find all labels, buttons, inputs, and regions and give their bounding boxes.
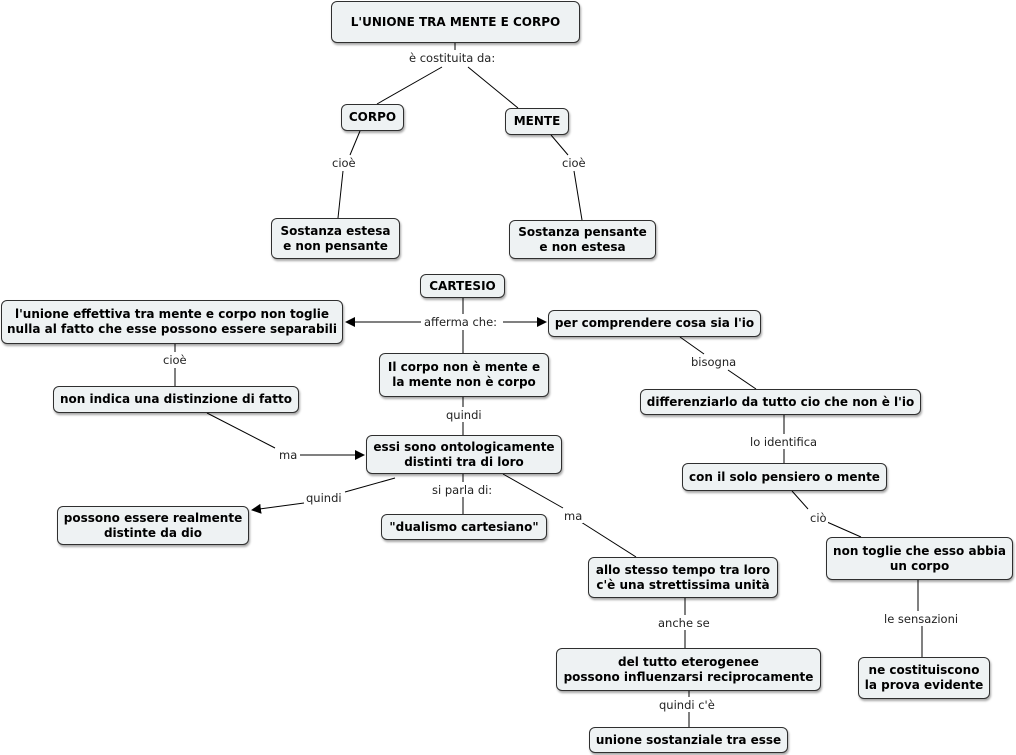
concept-cartesio[interactable]: CARTESIO [420, 274, 505, 298]
link-quindi-left: quindi [305, 491, 343, 505]
link-bisogna: bisogna [690, 355, 738, 369]
concept-unione-sostanziale[interactable]: unione sostanziale tra esse [589, 727, 788, 753]
concept-corpo[interactable]: CORPO [341, 104, 404, 131]
link-le-sensazioni: le sensazioni [883, 612, 960, 626]
concept-dualismo[interactable]: "dualismo cartesiano" [381, 514, 547, 540]
concept-corpo-non-mente[interactable]: Il corpo non è mente e la mente non è co… [379, 353, 549, 397]
link-costituita: è costituita da: [408, 51, 497, 65]
concept-eterogenee[interactable]: del tutto eterogenee possono influenzars… [556, 648, 821, 691]
link-anche-se: anche se [657, 616, 711, 630]
link-cioe-mente: cioè [561, 156, 587, 170]
concept-title[interactable]: L'UNIONE TRA MENTE E CORPO [331, 1, 580, 43]
concept-comprendere-io[interactable]: per comprendere cosa sia l'io [548, 310, 761, 337]
link-afferma: afferma che: [423, 315, 499, 329]
link-quindi-center: quindi [445, 408, 483, 422]
link-ma-left: ma [278, 448, 299, 462]
link-quindi-ce: quindi c'è [658, 698, 716, 712]
concept-differenziarlo[interactable]: differenziarlo da tutto cio che non è l'… [640, 389, 921, 415]
concept-sostanza-pensante[interactable]: Sostanza pensante e non estesa [509, 220, 656, 259]
concept-corpo-abbia[interactable]: non toglie che esso abbia un corpo [826, 537, 1013, 580]
concept-unione-effettiva[interactable]: l'unione effettiva tra mente e corpo non… [1, 300, 343, 344]
concept-sostanza-estesa[interactable]: Sostanza estesa e non pensante [271, 218, 400, 259]
concept-ontologicamente[interactable]: essi sono ontologicamente distinti tra d… [366, 435, 562, 474]
link-cioe-corpo: cioè [331, 156, 357, 170]
concept-solo-pensiero[interactable]: con il solo pensiero o mente [682, 463, 887, 491]
concept-strettissima[interactable]: allo stesso tempo tra loro c'è una stret… [588, 557, 778, 598]
concept-mente[interactable]: MENTE [505, 108, 569, 135]
concept-separate-dio[interactable]: possono essere realmente distinte da dio [57, 506, 249, 545]
concept-distinzione-fatto[interactable]: non indica una distinzione di fatto [53, 386, 299, 413]
link-lo-identifica: lo identifica [749, 435, 819, 449]
link-ma-right: ma [563, 509, 584, 523]
link-cioe-left: cioè [162, 353, 188, 367]
link-cio: ciò [809, 511, 828, 525]
concept-prova-evidente[interactable]: ne costituiscono la prova evidente [858, 657, 990, 699]
link-si-parla: si parla di: [431, 483, 494, 497]
